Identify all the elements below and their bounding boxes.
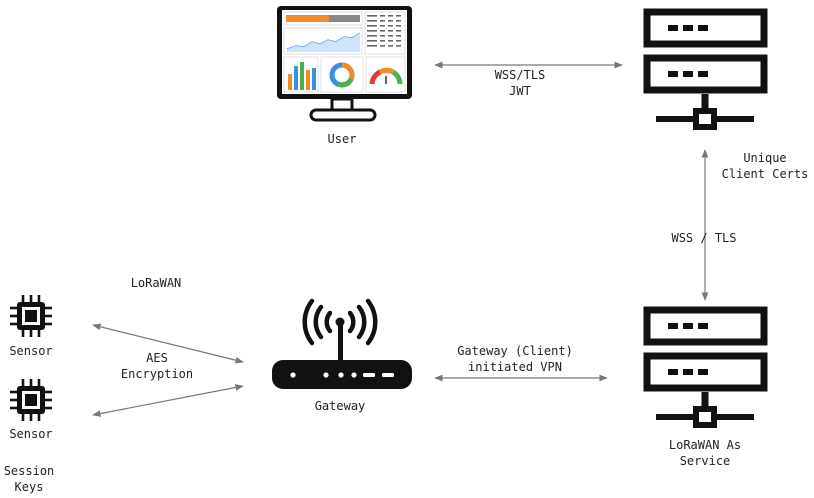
wireless-router-icon <box>272 298 412 389</box>
microchip-icon <box>10 379 52 421</box>
aes-label: AES <box>146 351 168 365</box>
user-label: User <box>327 132 357 146</box>
gateway-label: Gateway <box>314 399 366 413</box>
session-label: Session <box>3 464 55 478</box>
server-icon <box>643 306 768 428</box>
sensor-bottom-label: Sensor <box>9 427 53 441</box>
dashboard-monitor-icon <box>277 6 412 122</box>
vpn-line1-label: Gateway (Client) <box>457 344 573 358</box>
wss-tls-vertical-label: WSS / TLS <box>671 231 737 245</box>
arrow-sensor-top-gateway <box>92 323 244 364</box>
jwt-label: JWT <box>509 84 531 98</box>
lorawan-label: LoRaWAN <box>130 276 182 290</box>
las-line2-label: Service <box>679 454 731 468</box>
arrow-sensor-bottom-gateway <box>92 384 244 417</box>
server-icon <box>643 8 768 130</box>
las-line1-label: LoRaWAN As <box>668 438 742 452</box>
microchip-icon <box>10 295 52 337</box>
wss-tls-label: WSS/TLS <box>494 68 546 82</box>
client-certs-label: Client Certs <box>721 167 809 181</box>
encryption-label: Encryption <box>120 367 194 381</box>
vpn-line2-label: initiated VPN <box>468 360 562 374</box>
sensor-top-label: Sensor <box>9 344 53 358</box>
unique-label: Unique <box>743 151 787 165</box>
keys-label: Keys <box>14 480 44 494</box>
